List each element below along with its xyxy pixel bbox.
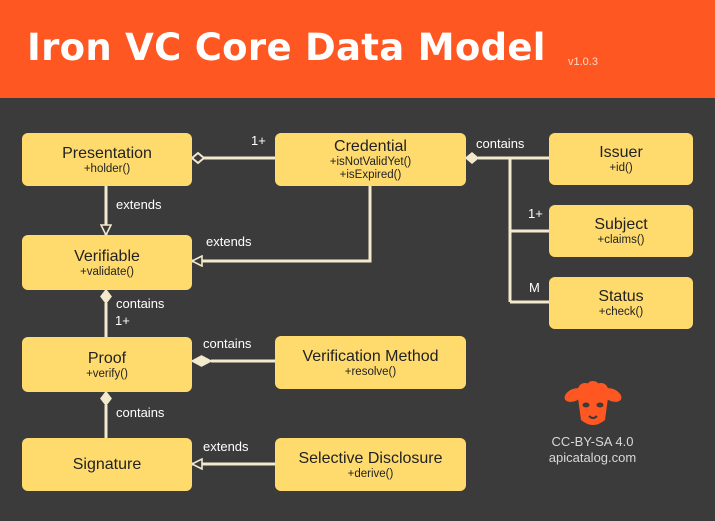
box-name: Proof <box>87 349 127 367</box>
box-signature: Signature <box>22 438 192 491</box>
box-method: +holder() <box>83 162 131 175</box>
label-contains: contains <box>203 336 252 351</box>
box-name: Selective Disclosure <box>298 449 443 467</box>
line-credential-verifiable <box>192 186 372 261</box>
version-label: v1.0.3 <box>568 56 598 68</box>
label-contains: contains <box>476 136 525 151</box>
page-title: Iron VC Core Data Model <box>27 26 546 69</box>
box-method: +validate() <box>79 265 134 278</box>
box-method: +verify() <box>86 367 128 380</box>
box-verification-method: Verification Method +resolve() <box>275 336 466 389</box>
box-status: Status +check() <box>549 277 693 329</box>
box-credential: Credential +isNotValidYet() +isExpired() <box>275 133 466 186</box>
box-method: +id() <box>609 162 633 174</box>
footer: CC-BY-SA 4.0 apicatalog.com <box>520 380 665 466</box>
composition-diamond-verifiable <box>100 288 112 305</box>
box-name: Signature <box>72 456 142 473</box>
box-selective-disclosure: Selective Disclosure +derive() <box>275 438 466 491</box>
label-multiplicity: M <box>529 280 540 295</box>
box-name: Credential <box>334 138 407 155</box>
header-banner: Iron VC Core Data Model v1.0.3 <box>0 0 715 98</box>
box-method: +isNotValidYet() <box>329 156 412 168</box>
site-text: apicatalog.com <box>548 450 637 465</box>
composition-diamond-credential <box>464 152 480 164</box>
box-method: +isExpired() <box>339 169 402 181</box>
box-method: +check() <box>598 306 644 318</box>
box-name: Subject <box>594 216 648 233</box>
composition-diamond-proof-signature <box>100 390 112 407</box>
box-name: Presentation <box>62 144 152 162</box>
box-proof: Proof +verify() <box>22 337 192 392</box>
box-method: +claims() <box>597 234 645 246</box>
license-text: CC-BY-SA 4.0 <box>551 434 634 449</box>
box-method: +resolve() <box>344 365 397 378</box>
lamb-face-icon <box>564 381 621 425</box>
composition-diamond-proof <box>190 355 213 367</box>
box-name: Issuer <box>599 144 643 161</box>
aggregation-diamond-presentation <box>190 151 206 165</box>
box-name: Verification Method <box>302 347 439 365</box>
box-subject: Subject +claims() <box>549 205 693 257</box>
label-extends: extends <box>206 234 252 249</box>
box-name: Verifiable <box>74 247 140 265</box>
label-contains: contains <box>116 296 165 311</box>
label-extends: extends <box>116 197 162 212</box>
box-method: +derive() <box>347 467 394 480</box>
box-issuer: Issuer +id() <box>549 133 693 185</box>
label-multiplicity: 1+ <box>251 133 266 148</box>
label-extends: extends <box>203 439 249 454</box>
box-name: Status <box>598 288 644 305</box>
label-multiplicity: 1+ <box>115 313 130 328</box>
box-presentation: Presentation +holder() <box>22 133 192 186</box>
label-multiplicity: 1+ <box>528 206 543 221</box>
box-verifiable: Verifiable +validate() <box>22 235 192 290</box>
label-contains: contains <box>116 405 165 420</box>
